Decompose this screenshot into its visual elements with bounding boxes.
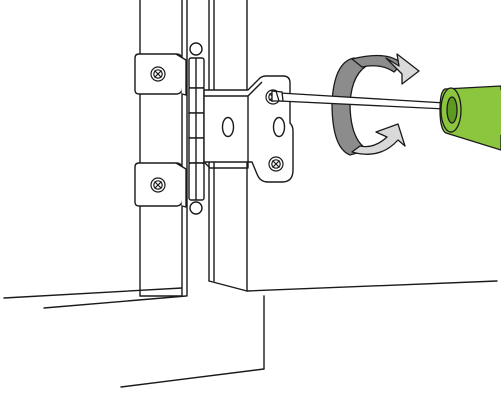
phillips-screw-icon [269, 157, 283, 171]
phillips-screw-icon [151, 67, 165, 81]
hinge-barrel [189, 43, 204, 214]
screwdriver-shaft [272, 91, 445, 109]
phillips-screw-icon [151, 178, 165, 192]
screwdriver-handle [440, 86, 501, 150]
cabinet-frame [4, 0, 187, 308]
clockwise-rotation-arrows-icon [332, 58, 370, 155]
